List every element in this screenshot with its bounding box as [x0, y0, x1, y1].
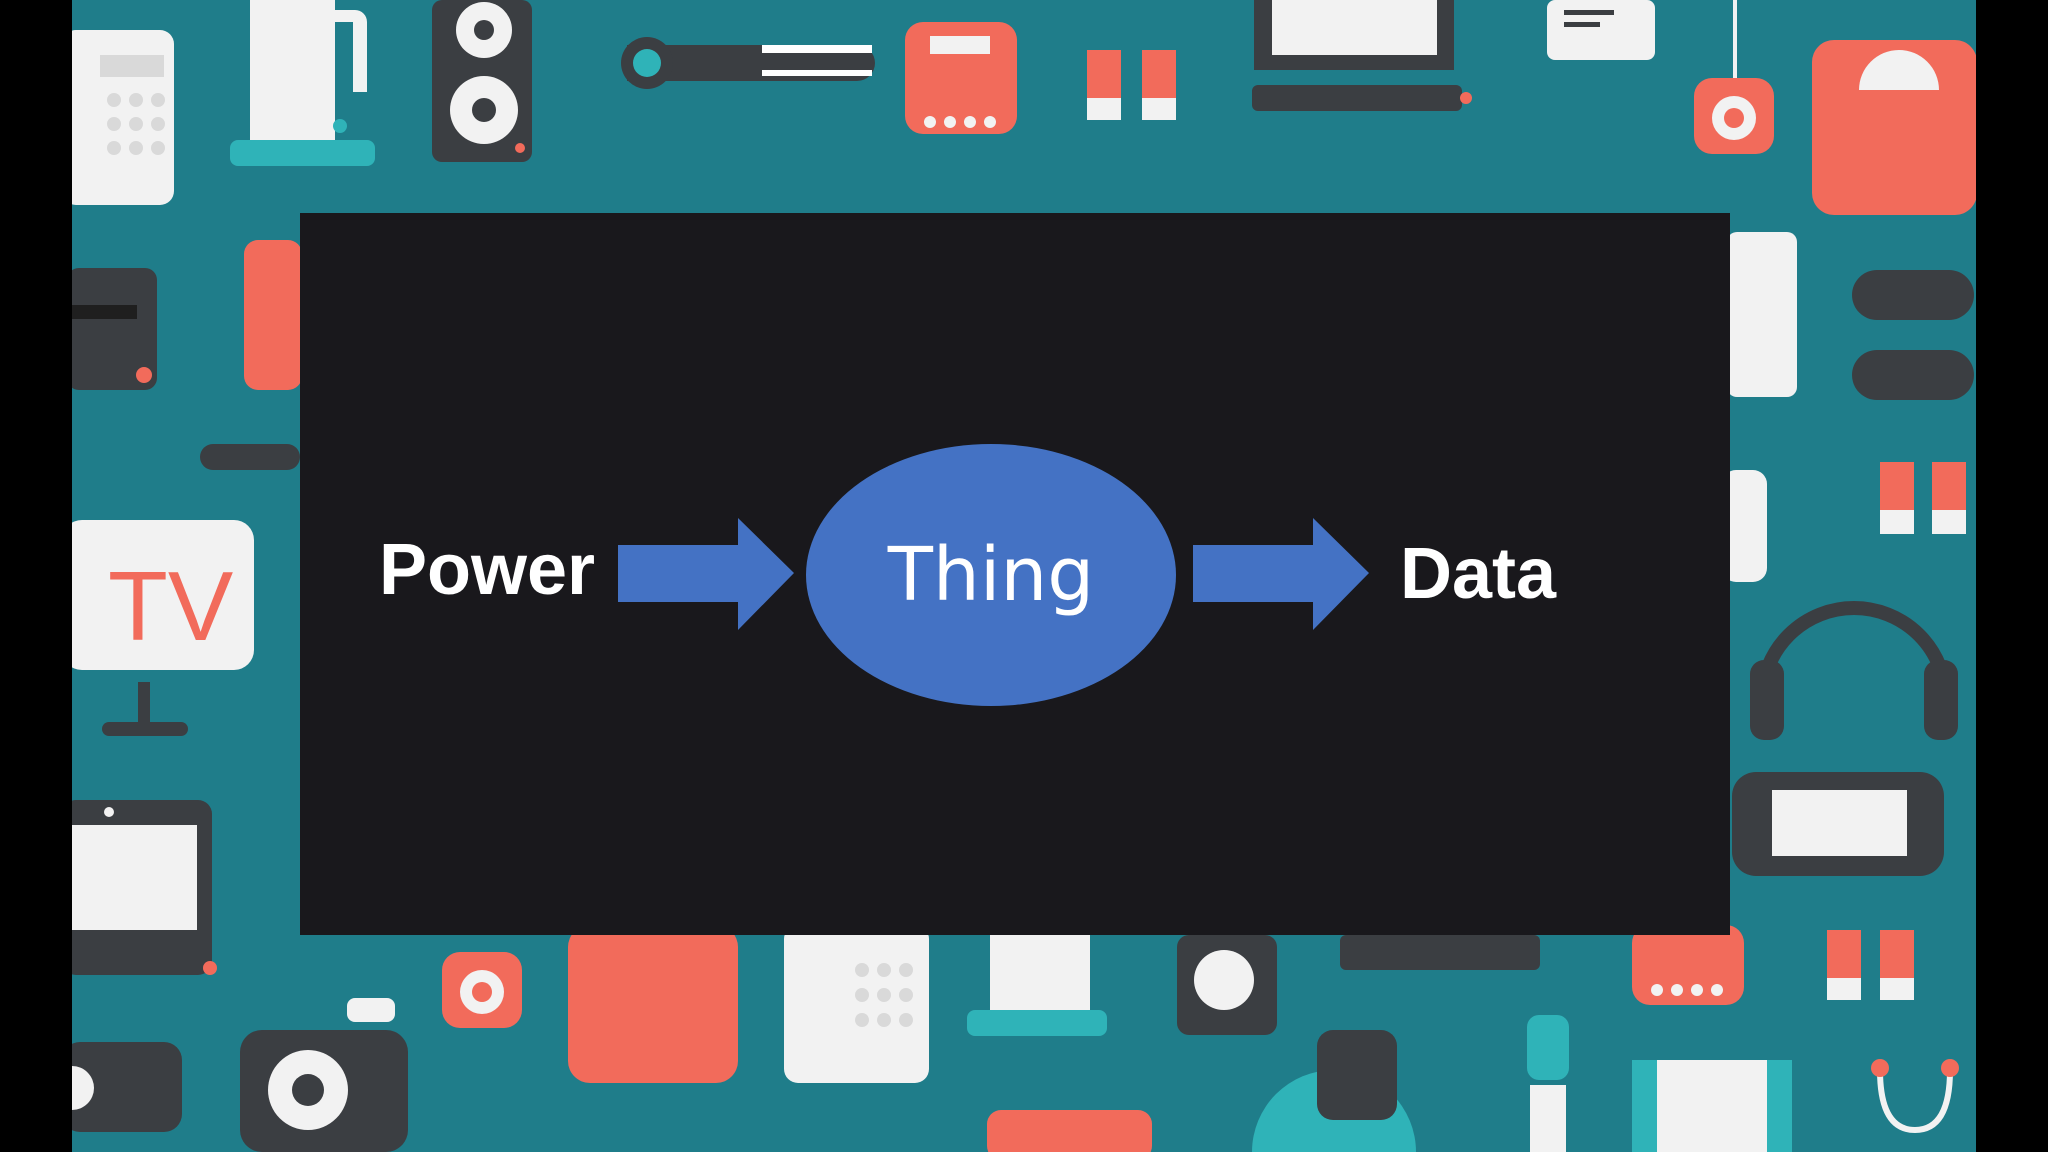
tv-label: TV — [108, 551, 233, 661]
battery-icon — [1087, 50, 1176, 120]
headphones-icon — [1750, 601, 1958, 740]
usb-drive-icon — [1527, 1015, 1569, 1152]
diagram-slide: Power Thing Data — [300, 213, 1730, 935]
right-letterbox — [1976, 0, 2048, 1152]
kettle-icon — [967, 935, 1107, 1036]
camera-icon — [240, 998, 408, 1152]
scale-icon — [1632, 925, 1744, 1005]
scale-icon — [1812, 40, 1976, 215]
scale-icon — [905, 22, 1017, 134]
blender-icon — [244, 240, 302, 390]
appliance-icons: TV — [72, 0, 1976, 1152]
blender-icon — [1722, 470, 1767, 582]
output-label: Data — [1400, 534, 1557, 614]
node-label: Thing — [887, 532, 1095, 618]
headphones-icon — [1252, 1030, 1416, 1152]
scale-icon — [568, 925, 738, 1083]
camera-icon — [442, 952, 522, 1028]
blender-icon — [987, 1110, 1152, 1152]
input-label: Power — [379, 530, 596, 610]
speaker-icon — [1177, 935, 1277, 1035]
handheld-console-icon — [1732, 772, 1944, 876]
laptop-icon — [1340, 935, 1540, 970]
battery-icon — [1827, 930, 1914, 1000]
tv-icon: TV — [72, 520, 254, 736]
camera-icon — [72, 1042, 182, 1132]
phone-icon — [1727, 232, 1797, 397]
kettle-icon — [230, 0, 375, 166]
laptop-icon — [1252, 0, 1472, 111]
printer-icon — [1547, 0, 1655, 60]
battery-icon — [1880, 462, 1966, 534]
arrow-right-icon — [618, 518, 794, 630]
hair-straightener-icon — [621, 37, 875, 89]
stethoscope-icon — [1871, 1059, 1959, 1134]
thing-node: Thing — [806, 444, 1176, 706]
speaker-icon — [432, 0, 532, 162]
arrow-right-icon — [1193, 518, 1369, 630]
camera-icon — [1694, 0, 1774, 154]
printer-icon — [1632, 1060, 1792, 1152]
phone-icon — [72, 30, 174, 205]
phone-icon — [784, 925, 929, 1083]
toaster-icon — [72, 268, 157, 390]
left-letterbox — [0, 0, 72, 1152]
game-controller-icon — [1852, 270, 1974, 400]
laptop-icon — [72, 800, 217, 975]
